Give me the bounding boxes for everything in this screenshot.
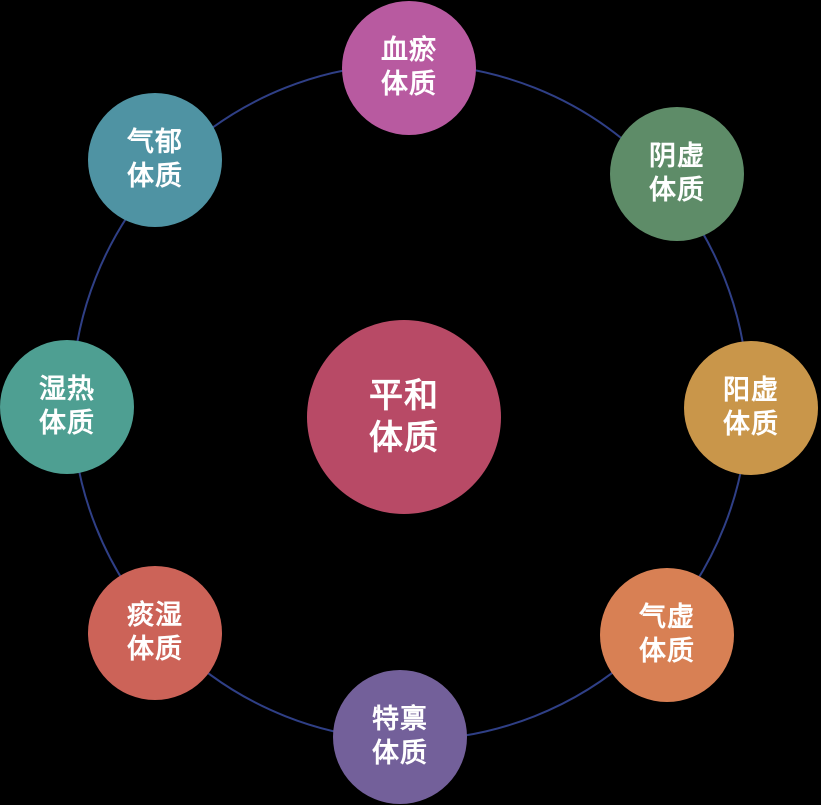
node-tanshi: 痰湿 体质 — [88, 566, 222, 700]
node-qiyu: 气郁 体质 — [88, 93, 222, 227]
node-yinxu-line1: 阴虚 — [649, 141, 705, 173]
node-tebing-line2: 体质 — [372, 738, 428, 769]
node-yinxu: 阴虚 体质 — [610, 107, 744, 241]
node-tanshi-line1: 痰湿 — [127, 600, 183, 632]
node-center-pinghe: 平和 体质 — [307, 320, 501, 514]
node-yangxu-line2: 体质 — [723, 409, 779, 440]
node-xueyu: 血瘀 体质 — [342, 1, 476, 135]
node-xueyu-line1: 血瘀 — [381, 35, 437, 67]
node-yangxu-line1: 阳虚 — [723, 375, 779, 407]
node-tebing: 特禀 体质 — [333, 670, 467, 804]
node-shire-line2: 体质 — [39, 408, 95, 439]
node-qixu: 气虚 体质 — [600, 568, 734, 702]
node-xueyu-line2: 体质 — [381, 69, 437, 100]
node-qixu-line2: 体质 — [639, 636, 695, 667]
node-shire: 湿热 体质 — [0, 340, 134, 474]
node-center-line1: 平和 — [369, 375, 439, 416]
node-tebing-line1: 特禀 — [372, 704, 428, 736]
node-qiyu-line1: 气郁 — [127, 127, 183, 159]
node-center-line2: 体质 — [369, 418, 439, 458]
node-tanshi-line2: 体质 — [127, 634, 183, 665]
node-yangxu: 阳虚 体质 — [684, 341, 818, 475]
node-qixu-line1: 气虚 — [639, 602, 695, 634]
node-shire-line1: 湿热 — [39, 374, 95, 406]
node-yinxu-line2: 体质 — [649, 175, 705, 206]
node-qiyu-line2: 体质 — [127, 161, 183, 192]
